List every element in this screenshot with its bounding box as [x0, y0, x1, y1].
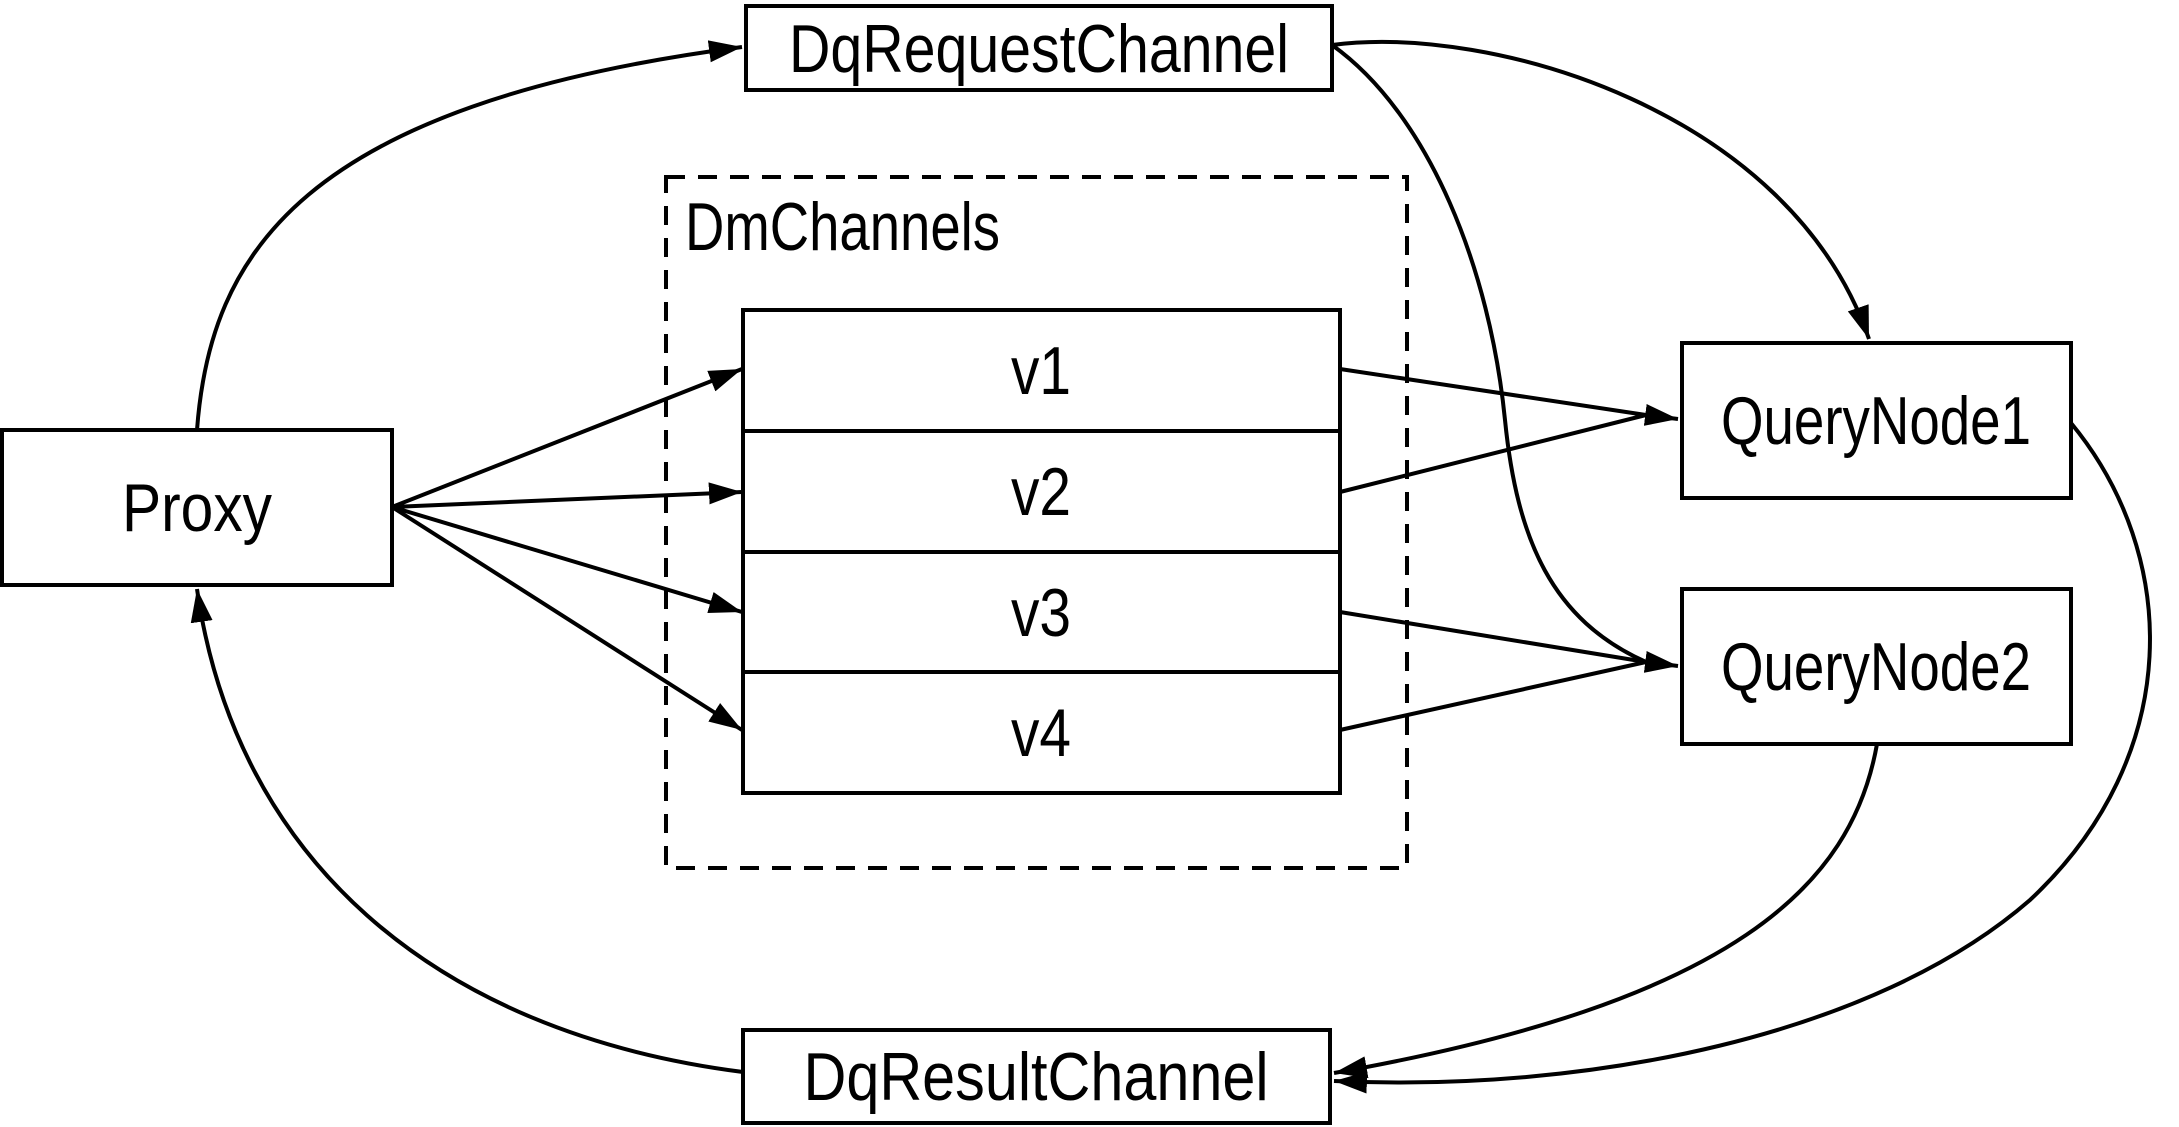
label-querynode2: QueryNode2: [1721, 629, 2031, 705]
label-dqrequestchannel: DqRequestChannel: [789, 11, 1289, 87]
node-dqresultchannel: [741, 1028, 1332, 1125]
arrowhead-querynode2-left: [1643, 650, 1679, 673]
label-querynode1: QueryNode1: [1721, 383, 2031, 459]
node-querynode2: [1680, 587, 2073, 746]
edge-v2-to-querynode1: [1339, 413, 1647, 494]
edge-proxy-to-v4: [390, 505, 744, 732]
diagram-edges: [190, 40, 2152, 1094]
node-querynode1: [1680, 341, 2073, 500]
edge-dqrequestchannel-to-querynode1: [1331, 40, 1871, 340]
edge-querynode2-to-dqresultchannel: [1333, 743, 1879, 1079]
edge-proxy-to-v3: [391, 505, 743, 614]
diagram-labels: DqRequestChannel DmChannels v1 v2 v3 v4 …: [122, 11, 2031, 1115]
diagram-nodes: [0, 4, 2073, 1125]
label-channel-v1: v1: [1011, 333, 1071, 409]
edge-v1-to-querynode1: [1339, 367, 1647, 417]
label-dmchannels: DmChannels: [685, 189, 1000, 265]
edge-dqresultchannel-to-proxy: [190, 588, 744, 1074]
node-proxy: [0, 428, 394, 587]
edge-proxy-to-v1: [391, 367, 743, 509]
label-proxy: Proxy: [122, 470, 272, 546]
edge-v3-to-querynode2: [1339, 610, 1647, 664]
dmchannels-group-box: [664, 175, 1409, 870]
edge-v4-to-querynode2: [1339, 660, 1647, 732]
label-channel-v2: v2: [1011, 454, 1071, 530]
label-channel-v4: v4: [1011, 695, 1071, 771]
edge-dqrequestchannel-to-querynode2: [1330, 43, 1647, 664]
label-channel-v3: v3: [1011, 575, 1071, 651]
label-dqresultchannel: DqResultChannel: [804, 1039, 1269, 1115]
edge-proxy-to-dqrequestchannel: [195, 40, 743, 431]
edge-proxy-to-v2: [391, 482, 743, 509]
edge-querynode1-to-dqresultchannel: [1333, 421, 2152, 1094]
arrowhead-querynode1-left: [1643, 403, 1679, 426]
node-dqrequestchannel: [744, 4, 1334, 92]
